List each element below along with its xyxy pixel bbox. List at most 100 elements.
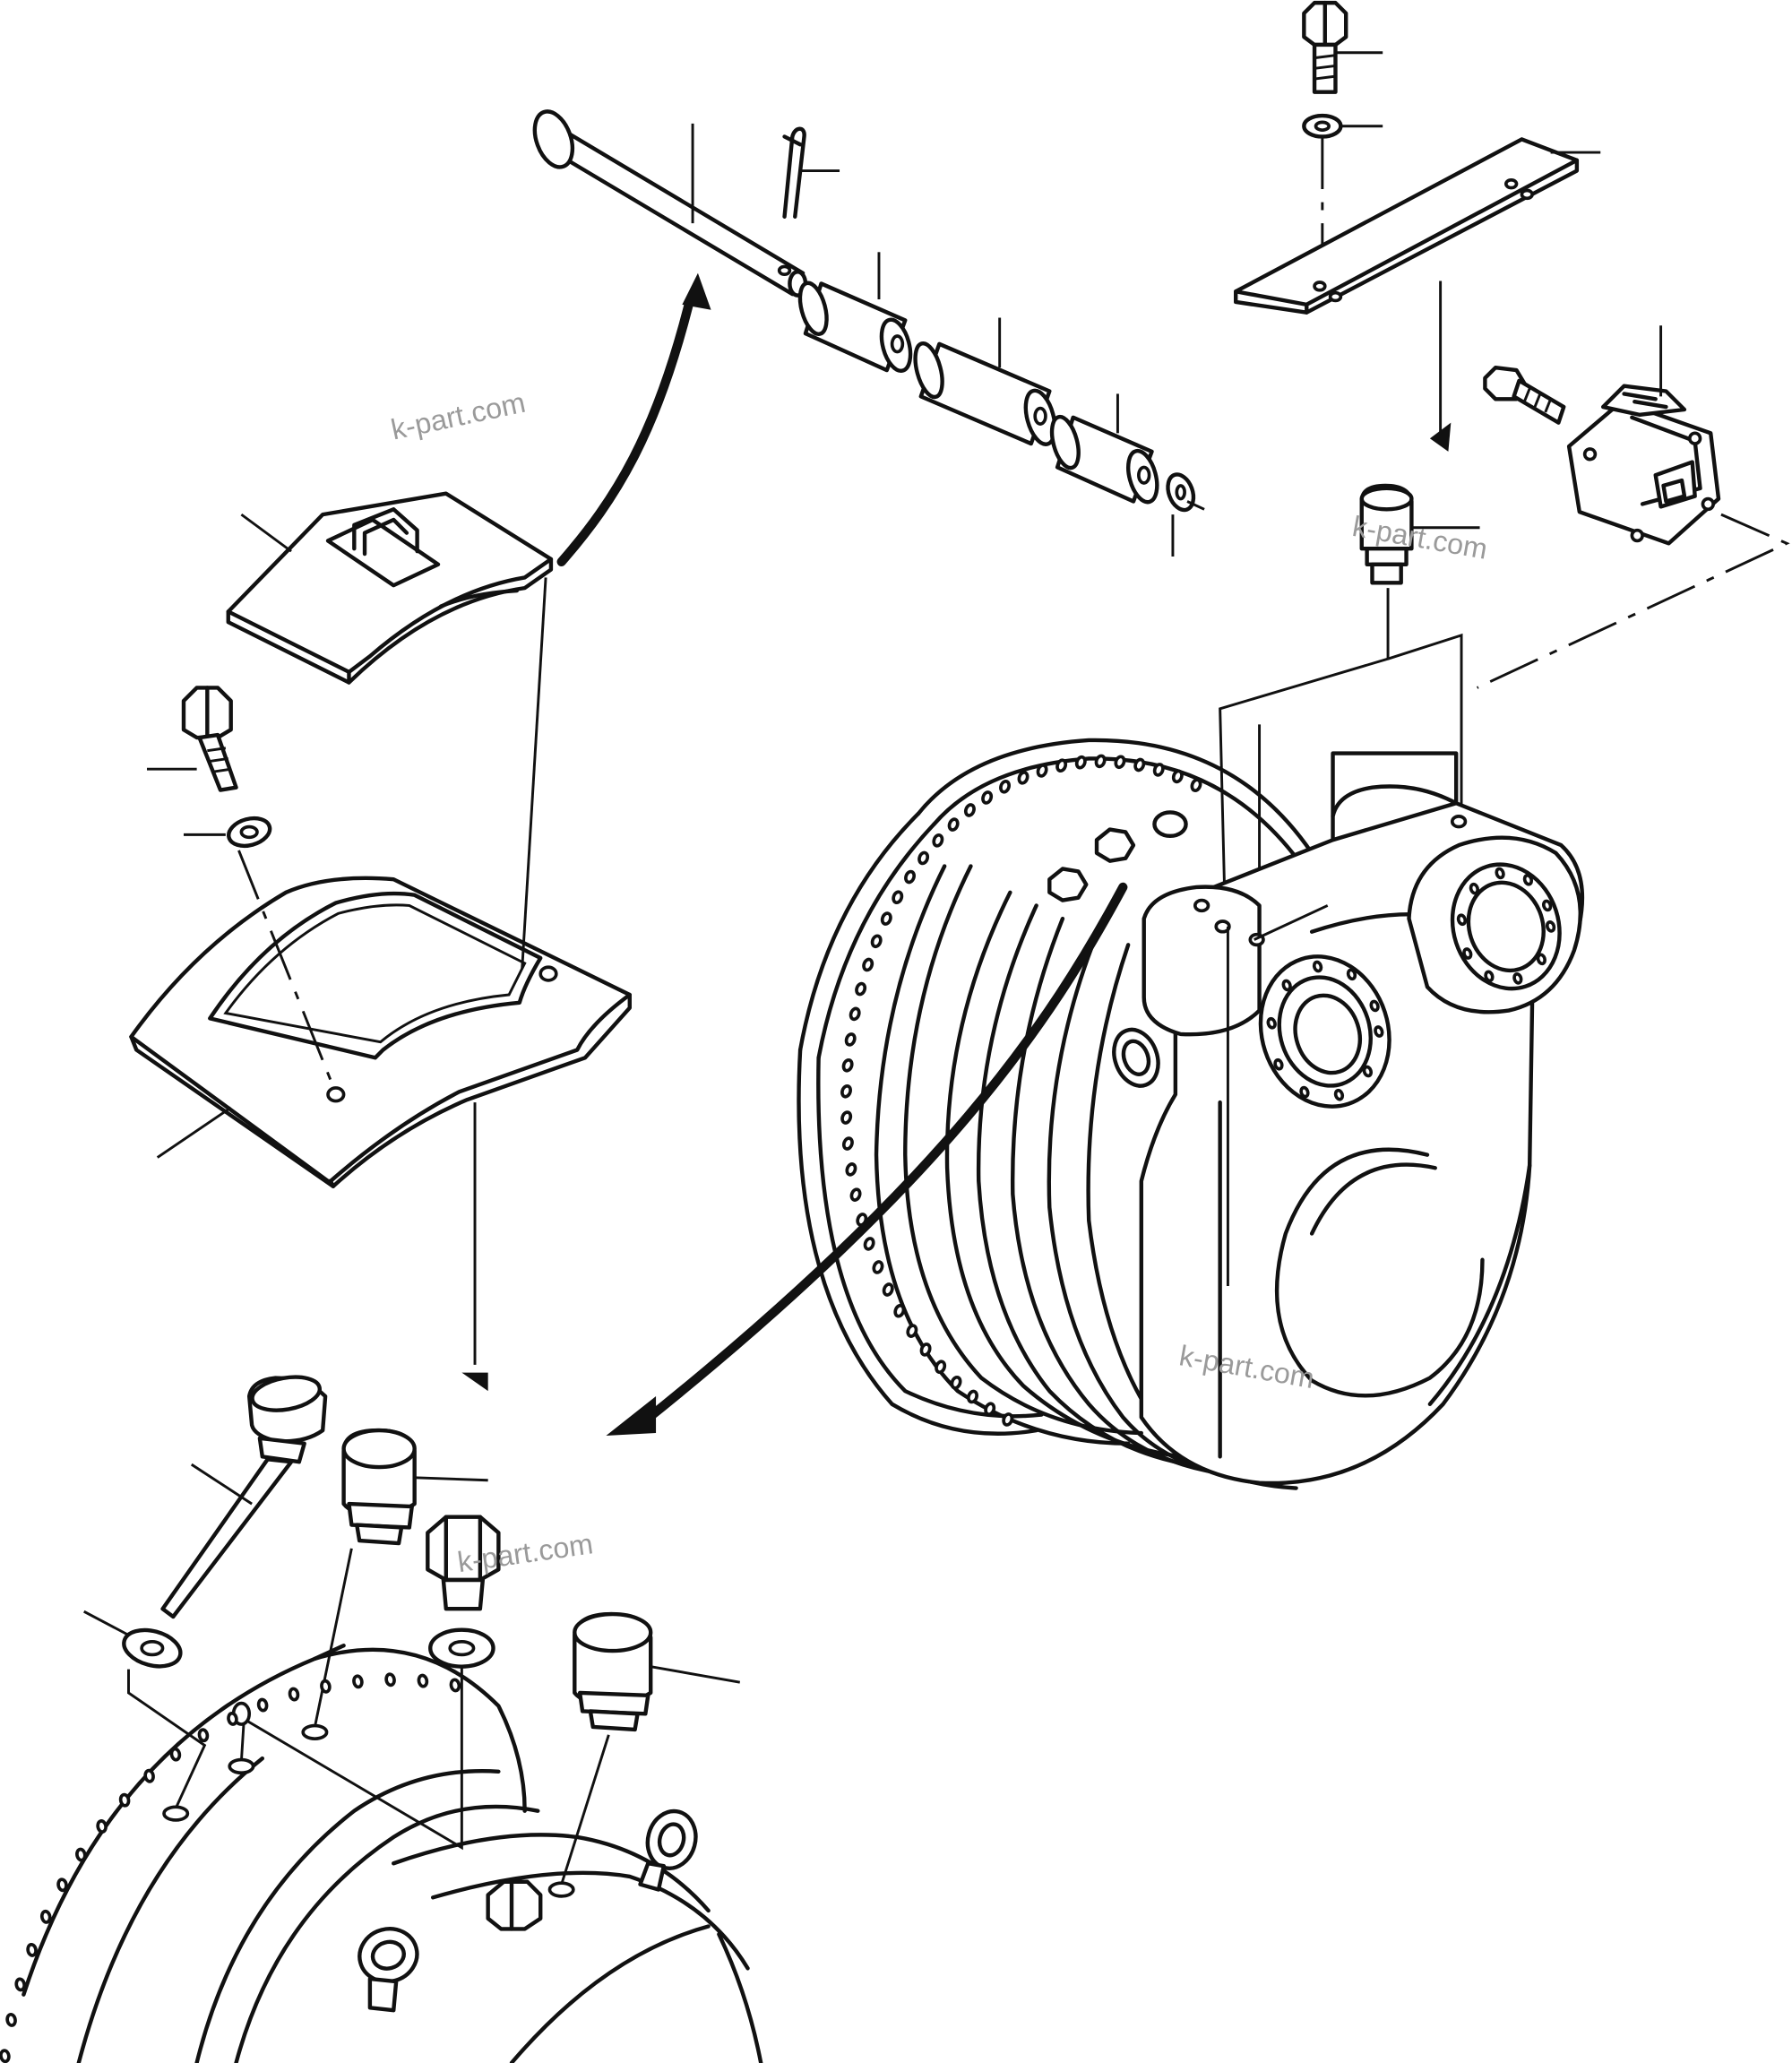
roller-spacer-2 — [913, 341, 1057, 446]
bolt-hole — [5, 2012, 17, 2027]
lower-align-lines — [127, 1548, 610, 1886]
bolt-hole — [0, 2049, 11, 2063]
dipstick-washer — [83, 1610, 183, 1669]
bolt-hole — [932, 833, 944, 848]
bolt-hole — [882, 1282, 894, 1297]
bolt-hole — [56, 1877, 68, 1893]
bolt-hole — [1133, 757, 1146, 773]
bolt-hole — [906, 1324, 918, 1338]
bolt-hole — [1312, 960, 1323, 973]
roller-spacer-1 — [797, 281, 913, 373]
bolt-hole — [1074, 755, 1087, 770]
bolt-hole — [1152, 763, 1165, 777]
eye-bolt-right — [638, 1808, 698, 1892]
final-drive-housing — [797, 738, 1585, 1490]
retainer-plate — [1234, 137, 1601, 315]
hub-bolts — [1047, 810, 1188, 902]
switch-bolt — [1483, 365, 1566, 425]
bolt-hole — [849, 1006, 861, 1022]
switch-align-line — [1476, 513, 1790, 689]
lid-handle — [325, 507, 441, 588]
bolt-hole — [143, 1768, 155, 1783]
bolt-hole — [935, 1360, 947, 1375]
bolt-hole — [1190, 778, 1202, 792]
bolt-hole — [1484, 970, 1495, 983]
bolt-hole — [1094, 754, 1107, 769]
pin-shaft — [532, 109, 808, 298]
bolt-hole — [872, 1260, 884, 1274]
bolt-hole — [967, 1389, 978, 1404]
bolt-hole — [1281, 979, 1292, 992]
bolt-hole — [1299, 1085, 1310, 1099]
bolt-hole — [1545, 920, 1556, 933]
bolt-hole — [1362, 1065, 1374, 1078]
bolt-hole — [417, 1673, 429, 1688]
bolt-hole — [840, 1083, 852, 1099]
bolt-hole — [197, 1728, 210, 1743]
bolt-hole — [352, 1674, 364, 1689]
cap-bolt-holes — [1266, 867, 1556, 1101]
cover-frame — [129, 876, 632, 1188]
breather-plug — [1359, 483, 1480, 585]
bolt-hole — [96, 1819, 108, 1834]
bolt-hole — [880, 911, 892, 926]
watermark-top-left: k-part.com — [388, 386, 528, 446]
bolt-hole — [984, 1402, 996, 1417]
roller-spacer-3 — [1049, 414, 1159, 505]
bolt-hole — [1273, 1057, 1284, 1071]
bolt-hole — [1002, 1412, 1014, 1427]
pressure-switch — [1566, 325, 1721, 546]
bolt-hole — [840, 1110, 853, 1125]
bolt-hole — [39, 1909, 52, 1924]
align-line-lid — [521, 577, 547, 969]
level-plug — [573, 1611, 741, 1732]
bolt-hole — [892, 890, 904, 905]
bolt-hole — [1266, 1016, 1277, 1030]
bolt-hole — [919, 1342, 932, 1357]
bolt-hole — [1017, 771, 1030, 785]
oil-level-port — [1112, 1027, 1160, 1088]
bolt-hole — [841, 1057, 854, 1073]
lower-housing-detail — [0, 1644, 763, 2063]
drain-plug-hex — [426, 1515, 501, 1611]
transfer-arrow-upper — [556, 272, 711, 566]
bolt-hole — [849, 1187, 862, 1202]
bolt-hole — [169, 1747, 182, 1762]
align-line-bolt — [237, 850, 335, 1088]
bolt-hole — [855, 981, 867, 997]
bolt-hole — [1036, 764, 1048, 778]
cover-lid — [226, 491, 554, 685]
bearing-cap-right — [1407, 835, 1582, 1014]
bolt-hole — [1369, 999, 1380, 1013]
bolt-hole — [256, 1697, 269, 1713]
bolt-hole — [1469, 882, 1480, 895]
pin-assembly — [532, 109, 1205, 557]
bolt-hole — [1456, 913, 1468, 927]
dipstick — [160, 1375, 328, 1619]
bolt-hole — [947, 817, 960, 832]
bolt-hole — [75, 1847, 87, 1862]
lower-hex-bolt — [486, 1879, 543, 1931]
bolt-hole — [320, 1679, 332, 1694]
bolt-hole — [950, 1376, 962, 1390]
bearing-cap-left — [1258, 954, 1391, 1109]
drain-plug-upper — [341, 1428, 488, 1546]
bolt-hole — [1522, 873, 1534, 886]
cover-washer-left — [183, 816, 272, 849]
bolt-hole — [1171, 769, 1184, 784]
plate-bolt — [1302, 0, 1383, 94]
bolt-hole — [1541, 899, 1553, 912]
bolt-hole — [862, 957, 874, 972]
plate-washer — [1302, 113, 1383, 139]
bolt-hole — [999, 779, 1011, 794]
cover-bolt-left — [146, 686, 238, 792]
bolt-hole — [1462, 947, 1473, 960]
bolt-hole — [845, 1162, 857, 1177]
bolt-hole — [963, 803, 976, 817]
bolt-hole — [118, 1792, 131, 1808]
cotter-pin — [782, 126, 806, 219]
drain-plug-washer — [428, 1627, 495, 1669]
bolt-hole — [26, 1942, 38, 1957]
bolt-hole — [981, 790, 994, 805]
